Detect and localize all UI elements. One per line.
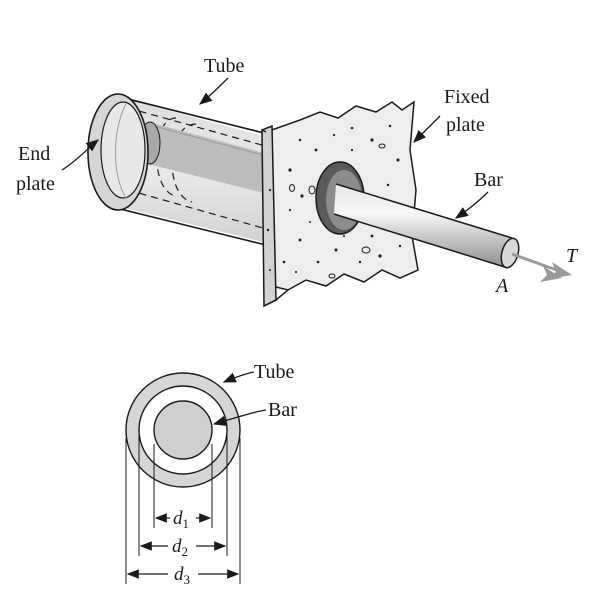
end-plate-label-1: End <box>18 143 50 165</box>
leader-lines <box>61 77 489 219</box>
fixed-plate-label-1: Fixed <box>444 86 490 108</box>
bar-section-label: Bar <box>268 399 297 421</box>
d1-label: d1 <box>173 508 189 531</box>
bar-label: Bar <box>474 169 503 191</box>
inner-bar-shadow <box>148 122 276 196</box>
d2-label: d2 <box>172 536 188 559</box>
cross-section: Tube Bar d1 d2 d3 <box>125 361 297 587</box>
end-plate-label-2: plate <box>16 173 55 195</box>
point-a-label: A <box>494 275 509 297</box>
bar-circle <box>153 400 213 460</box>
torque-label: T <box>566 245 579 267</box>
fixed-plate-label-2: plate <box>446 114 485 136</box>
end-plate <box>87 93 149 211</box>
tube-body <box>107 94 296 250</box>
torque-arrow <box>511 252 572 282</box>
assembly-3d: Tube End plate Fixed plate Bar T A <box>16 55 579 308</box>
dimension-arrows <box>126 513 240 579</box>
bar-rod <box>333 183 520 269</box>
extension-lines <box>125 430 241 584</box>
tube-label: Tube <box>204 55 245 77</box>
d3-label: d3 <box>174 564 190 587</box>
tube-section-label: Tube <box>254 361 295 383</box>
